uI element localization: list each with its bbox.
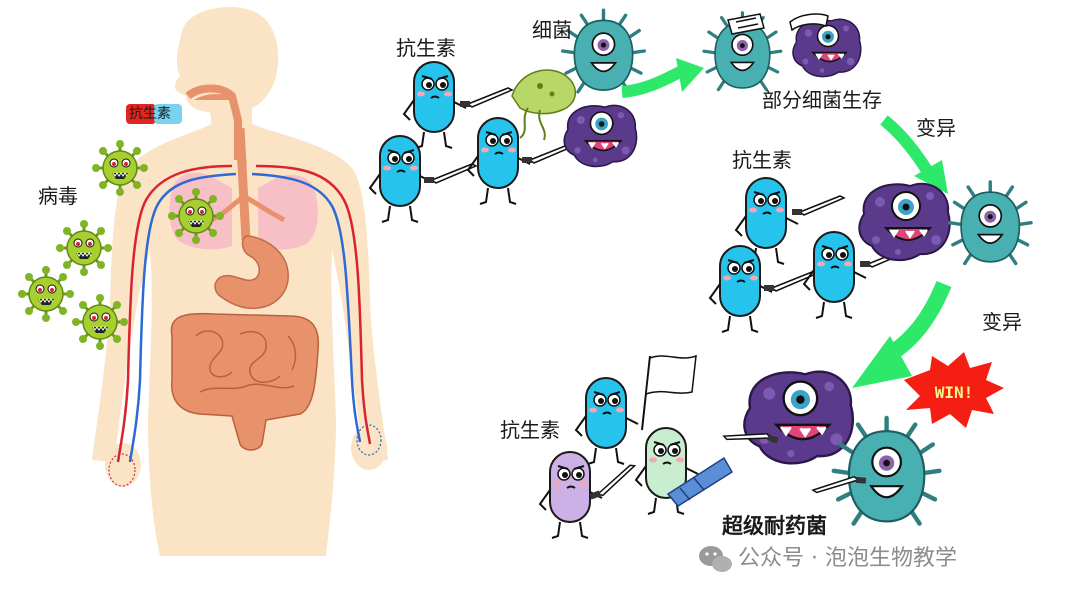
antibiotic-character-icon [710, 246, 816, 332]
virus-icon [72, 294, 128, 350]
antibiotic-label-1: 抗生素 [396, 38, 456, 58]
virus-label: 病毒 [38, 186, 78, 206]
bacteria-purple-icon [564, 105, 636, 166]
virus-icon [92, 140, 148, 196]
bacteria-purple-icon [744, 372, 852, 464]
antibiotic-character-icon [540, 452, 640, 538]
virus-icon [168, 188, 224, 244]
mutation-label-1: 变异 [916, 118, 956, 138]
antibiotic-label-2: 抗生素 [732, 150, 792, 170]
antibiotic-character-icon [468, 118, 574, 204]
win-text: WIN! [935, 383, 974, 402]
antibiotic-character-icon [636, 428, 698, 514]
bacteria-label: 细菌 [532, 20, 572, 40]
antibiotic-character-icon [370, 136, 476, 222]
virus-icon [56, 220, 112, 276]
antibiotic-character-icon [576, 378, 638, 464]
wechat-icon [699, 546, 732, 572]
bacteria-teal-icon [949, 182, 1031, 264]
flag-icon [642, 356, 696, 430]
bacteria-green-icon [512, 70, 575, 140]
win-burst-icon: WIN! [904, 352, 1004, 428]
antibiotic-pill-label: 抗生素 [129, 107, 171, 121]
superbug-label: 超级耐药菌 [722, 516, 827, 537]
antibiotic-label-3: 抗生素 [500, 420, 560, 440]
virus-icon [18, 266, 74, 322]
bacteria-purple-icon [793, 19, 861, 76]
bacteria-purple-icon [859, 184, 949, 260]
bacteria-teal-icon [563, 10, 645, 92]
arrow-icon [622, 58, 704, 92]
partial-survive-label: 部分细菌生存 [762, 90, 882, 110]
mutation-label-2: 变异 [982, 312, 1022, 332]
human-body-icon [92, 7, 388, 556]
watermark: 公众号 · 泡泡生物教学 [738, 548, 957, 570]
